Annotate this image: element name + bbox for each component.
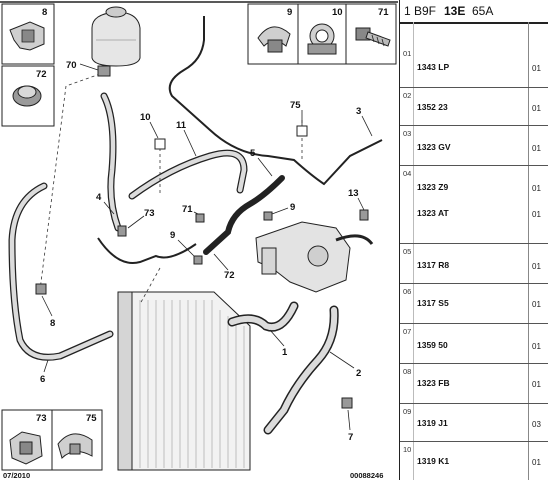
inset-row-bottom-left: 73 75	[1, 409, 103, 471]
inset-row-top-right: 9 10 71	[247, 3, 397, 65]
row-qty: 01	[532, 458, 541, 467]
hose-6-fill	[9, 183, 113, 360]
table-row[interactable]: 03 1323 GV 01	[400, 126, 548, 166]
header-code-b: 13E	[444, 4, 466, 18]
callout-10: 10	[140, 112, 151, 123]
row-ref: 1359 50	[417, 340, 448, 350]
table-divider-left	[413, 22, 414, 480]
inset-label-75: 75	[86, 413, 97, 424]
hose-11	[128, 149, 248, 200]
row-ref: 1343 LP	[417, 62, 450, 72]
row-index: 09	[403, 407, 412, 416]
callout-5: 5	[250, 148, 256, 159]
row-qty: 01	[532, 104, 541, 113]
table-row[interactable]: 07 1359 50 01	[400, 324, 548, 364]
row-ref: 1323 GV	[417, 142, 451, 152]
parts-table: 1 B9F 13E 65A 01 1343 LP 01 02 1352 23 0…	[399, 0, 548, 480]
inset-label-9: 9	[287, 7, 292, 18]
row-index: 01	[403, 49, 412, 58]
inset-label-10: 10	[332, 7, 343, 18]
row-index: 06	[403, 287, 412, 296]
inset-label-71: 71	[378, 7, 389, 18]
hose-2-fill	[265, 307, 338, 433]
row-ref: 1352 23	[417, 102, 448, 112]
cooling-hose-diagram: 8 72 9 10 71	[0, 1, 398, 480]
row-index: 10	[403, 445, 412, 454]
inset-grommet-72: 72	[1, 65, 55, 127]
table-row[interactable]: 10 1319 K1 01	[400, 442, 548, 480]
row-ref: 1317 S5	[417, 298, 449, 308]
callout-75: 75	[290, 100, 301, 111]
row-ref: 1319 K1	[417, 456, 450, 466]
row-index: 02	[403, 91, 412, 100]
callout-4: 4	[96, 192, 102, 203]
expansion-tank	[91, 6, 141, 67]
row-index: 08	[403, 367, 412, 376]
inset-label-8: 8	[42, 7, 47, 18]
callout-13: 13	[348, 188, 359, 199]
row-ref: 1323 AT	[417, 208, 449, 218]
row-ref: 1319 J1	[417, 418, 448, 428]
thermostat-housing	[255, 221, 374, 293]
row-index: 07	[403, 327, 412, 336]
callout-8: 8	[50, 318, 55, 329]
callout-73: 73	[144, 208, 155, 219]
row-qty: 03	[532, 420, 541, 429]
callout-9-upper: 9	[290, 202, 295, 213]
callout-6: 6	[40, 374, 45, 385]
callout-9-lower: 9	[170, 230, 175, 241]
radiator	[117, 291, 251, 471]
header-code-a: B9F	[414, 4, 437, 18]
row-qty: 01	[532, 342, 541, 351]
table-row[interactable]: 05 1317 R8 01	[400, 244, 548, 284]
inset-label-72: 72	[36, 69, 47, 80]
footer-date: 07/2010	[3, 471, 30, 480]
table-divider-right	[528, 22, 529, 480]
table-header: 1 B9F 13E 65A	[400, 0, 548, 24]
row-ref: 1317 R8	[417, 260, 450, 270]
row-qty: 01	[532, 300, 541, 309]
callout-1: 1	[282, 347, 288, 358]
row-qty: 01	[532, 184, 541, 193]
callout-7: 7	[348, 432, 353, 443]
row-ref: 1323 FB	[417, 378, 450, 388]
hose-5	[203, 175, 285, 255]
row-index: 04	[403, 169, 412, 178]
row-ref: 1323 Z9	[417, 182, 449, 192]
row-index: 03	[403, 129, 412, 138]
table-row[interactable]: 09 1319 J1 03	[400, 404, 548, 442]
callout-2: 2	[356, 368, 361, 379]
row-qty: 01	[532, 380, 541, 389]
hose-11-fill	[129, 150, 247, 199]
callout-71: 71	[182, 204, 193, 215]
table-row[interactable]: 04 1323 Z9 01 1323 AT 01	[400, 166, 548, 244]
row-qty: 01	[532, 210, 541, 219]
table-row[interactable]: 06 1317 S5 01	[400, 284, 548, 324]
inset-label-73: 73	[36, 413, 47, 424]
callout-72: 72	[224, 270, 235, 281]
row-qty: 01	[532, 144, 541, 153]
clip-markers	[35, 65, 369, 409]
hose-1-fill	[229, 303, 297, 330]
inset-clip-8: 8	[1, 3, 55, 65]
hose-6	[8, 182, 114, 361]
row-qty: 01	[532, 262, 541, 271]
header-code-c: 65A	[472, 4, 494, 18]
table-row[interactable]: 02 1352 23 01	[400, 88, 548, 126]
callout-70: 70	[66, 60, 77, 71]
table-row[interactable]: 01 1343 LP 01	[400, 46, 548, 88]
callouts: 70 75 3 10 11 5 13 4 73 71 9 9 72	[40, 60, 373, 443]
pipe-3	[168, 16, 383, 186]
row-index: 05	[403, 247, 412, 256]
row-qty: 01	[532, 64, 541, 73]
footer-doc-number: 00088246	[350, 471, 383, 480]
header-prefix: 1	[404, 4, 411, 18]
pipe-72	[97, 237, 197, 264]
table-row[interactable]: 08 1323 FB 01	[400, 364, 548, 404]
callout-3: 3	[356, 106, 361, 117]
callout-11: 11	[176, 120, 187, 131]
hose-4-fill	[101, 93, 121, 231]
